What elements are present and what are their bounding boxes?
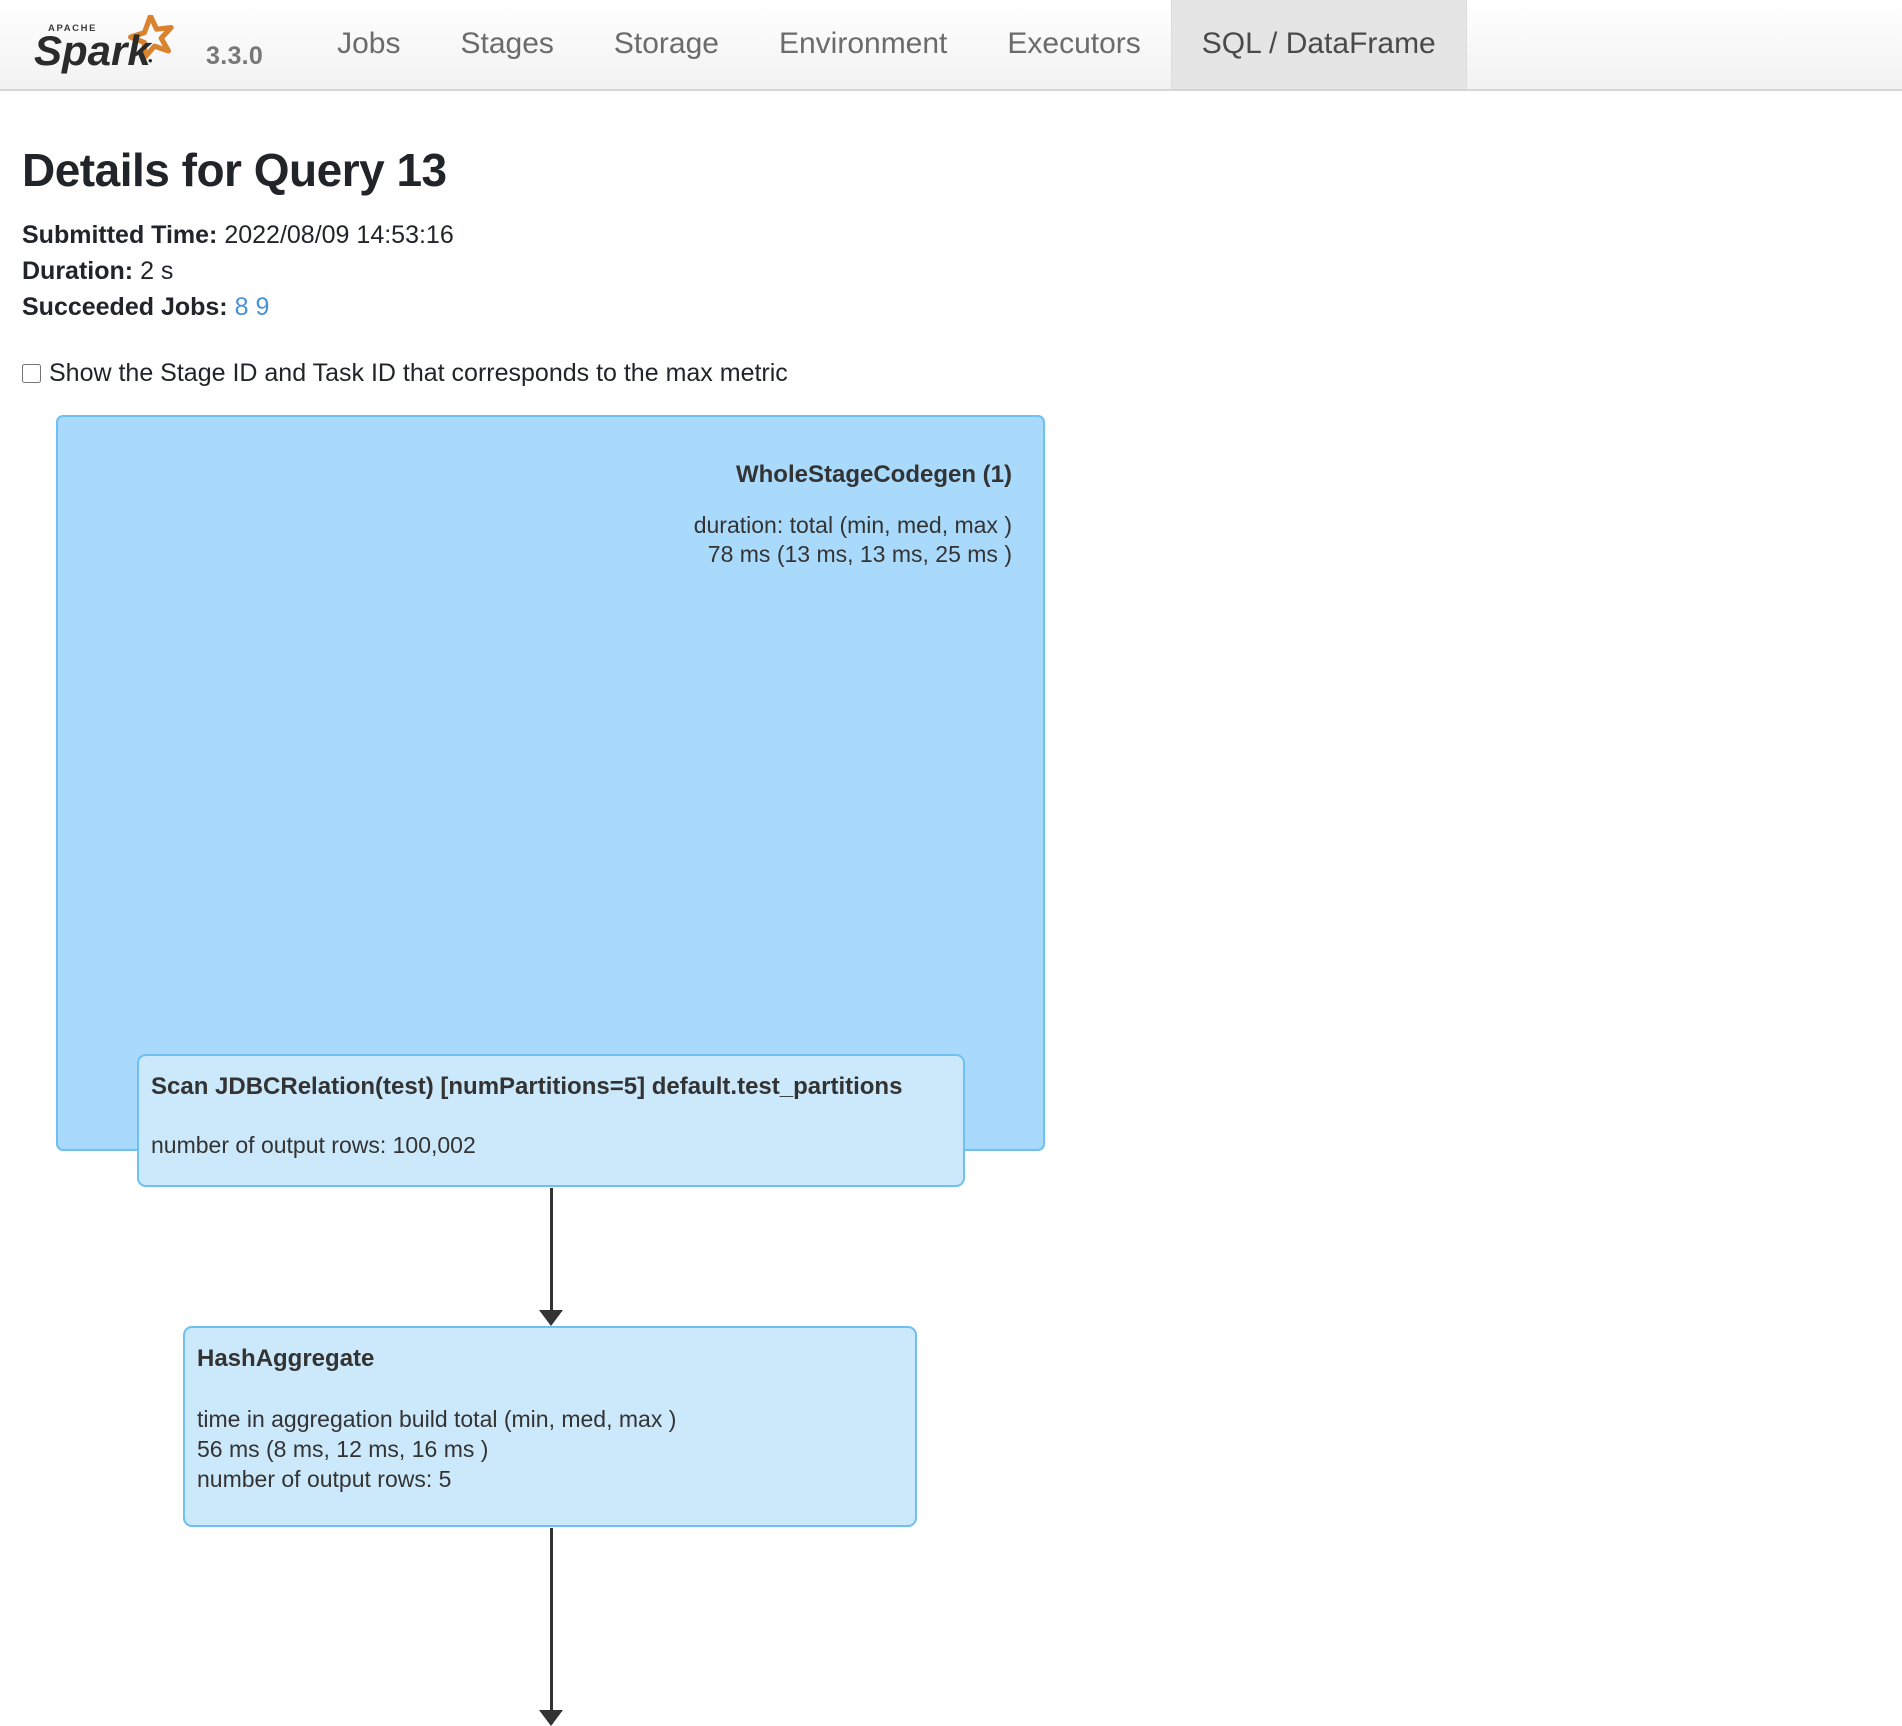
tab-executors[interactable]: Executors: [1007, 26, 1141, 60]
show-stage-task-id-row: Show the Stage ID and Task ID that corre…: [0, 325, 1902, 386]
dag-edge-scan-to-hashaggregate: [550, 1188, 553, 1320]
dag-node-hashaggregate[interactable]: HashAggregate time in aggregation build …: [183, 1326, 917, 1527]
page-content: Details for Query 13 Submitted Time: 202…: [0, 91, 1902, 1726]
dag-node-scan-title: Scan JDBCRelation(test) [numPartitions=5…: [151, 1073, 903, 1100]
nav-tabs: Jobs Stages Storage Environment Executor…: [307, 0, 1467, 89]
show-stage-task-id-checkbox[interactable]: [22, 364, 41, 383]
duration-row: Duration: 2 s: [22, 253, 1902, 289]
tab-stages[interactable]: Stages: [460, 26, 554, 60]
query-metadata: Submitted Time: 2022/08/09 14:53:16 Dura…: [0, 197, 1902, 325]
cluster-metrics: duration: total (min, med, max ) 78 ms (…: [693, 512, 1012, 568]
show-stage-task-id-label[interactable]: Show the Stage ID and Task ID that corre…: [49, 359, 788, 387]
dag-node-hashaggregate-metrics: time in aggregation build total (min, me…: [197, 1406, 677, 1492]
page-title: Details for Query 13: [22, 144, 447, 196]
dag-edge-hashaggregate-to-next: [550, 1528, 553, 1724]
duration-value: 2 s: [140, 257, 174, 285]
dag-node-scan-metrics: number of output rows: 100,002: [151, 1132, 476, 1158]
svg-text:•: •: [148, 53, 153, 68]
duration-label: Duration:: [22, 257, 134, 285]
dag-edge-arrowhead-2: [539, 1710, 563, 1726]
tab-storage[interactable]: Storage: [613, 26, 719, 60]
tab-sql-dataframe[interactable]: SQL / DataFrame: [1170, 0, 1467, 89]
succeeded-jobs-row: Succeeded Jobs: 8 9: [22, 289, 1902, 325]
succeeded-job-link-9[interactable]: 9: [255, 293, 270, 321]
submitted-time-row: Submitted Time: 2022/08/09 14:53:16: [22, 217, 1902, 253]
dag-node-scan[interactable]: Scan JDBCRelation(test) [numPartitions=5…: [137, 1054, 965, 1187]
dag-visualization: WholeStageCodegen (1) duration: total (m…: [0, 404, 1902, 1726]
submitted-time-label: Submitted Time:: [22, 221, 218, 249]
succeeded-jobs-label: Succeeded Jobs:: [22, 293, 228, 321]
tab-jobs[interactable]: Jobs: [337, 26, 401, 60]
cluster-title: WholeStageCodegen (1): [735, 461, 1012, 488]
dag-node-hashaggregate-title: HashAggregate: [197, 1345, 375, 1372]
dag-cluster-wholestagecodegen[interactable]: WholeStageCodegen (1) duration: total (m…: [56, 415, 1045, 1151]
svg-text:APACHE: APACHE: [48, 23, 97, 34]
submitted-time-value: 2022/08/09 14:53:16: [224, 221, 454, 249]
svg-text:Spark: Spark: [34, 27, 153, 74]
dag-edge-arrowhead-1: [539, 1310, 563, 1326]
brand-area[interactable]: APACHE Spark • 3.3.0: [0, 0, 263, 89]
succeeded-job-link-8[interactable]: 8: [234, 293, 249, 321]
tab-environment[interactable]: Environment: [778, 26, 948, 60]
apache-spark-logo-icon[interactable]: APACHE Spark •: [28, 15, 196, 77]
top-navbar: APACHE Spark • 3.3.0 Jobs Stages Storage…: [0, 0, 1902, 91]
spark-version-label: 3.3.0: [206, 42, 264, 70]
